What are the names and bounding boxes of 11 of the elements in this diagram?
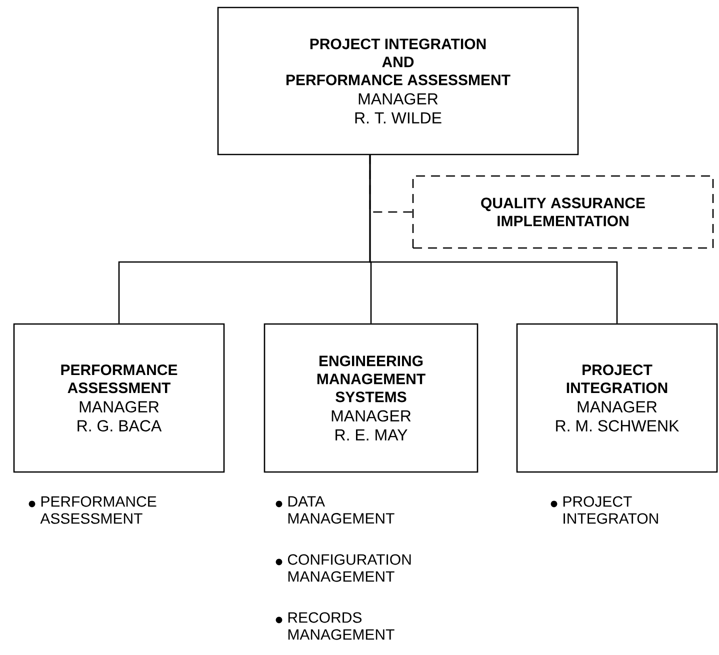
org-box: ENGINEERING MANAGEMENT SYSTEMS MANAGER R. E. MAY <box>264 323 478 473</box>
list-item: CONFIGURATION MANAGEMENT <box>276 554 411 582</box>
list-item: PROJECT INTEGRATON <box>550 496 658 524</box>
org-box: PERFORMANCE ASSESSMENT MANAGER R. G. BACA <box>13 323 225 473</box>
connector-line <box>369 155 618 324</box>
list-item: DATA MANAGEMENT <box>276 496 394 524</box>
org-box: PROJECT INTEGRATION AND PERFORMANCE ASSESSMENT MANAGER R. T. WILDE <box>217 6 579 156</box>
org-box: PROJECT INTEGRATION MANAGER R. M. SCHWENK <box>516 323 718 473</box>
dashed-box: QUALITY ASSURANCE IMPLEMENTATION <box>412 175 714 249</box>
list-item: PERFORMANCE ASSESSMENT <box>28 496 156 524</box>
list-item: RECORDS MANAGEMENT <box>276 612 394 640</box>
